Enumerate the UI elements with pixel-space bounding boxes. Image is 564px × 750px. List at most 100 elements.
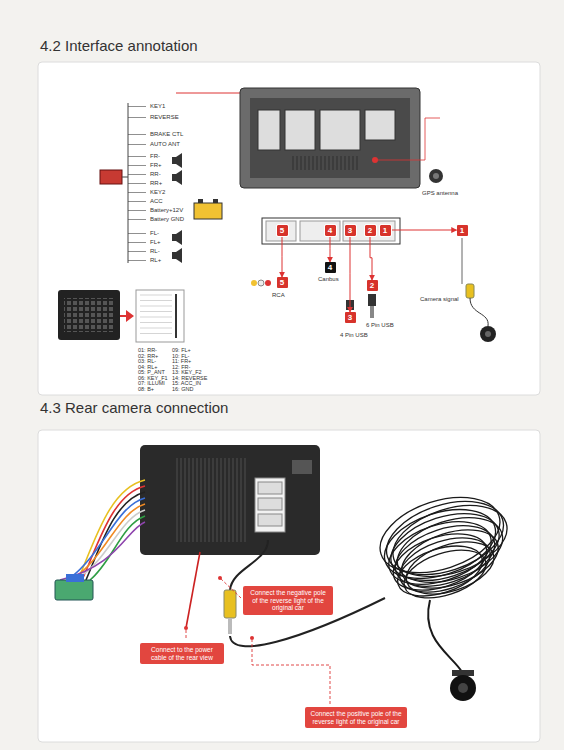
wire-label: BRAKE CTL <box>150 131 183 138</box>
cable-loop <box>388 514 503 597</box>
node-text: 1 <box>380 225 391 236</box>
wire-label: AUTO ANT <box>150 141 180 148</box>
drawing-part <box>265 280 271 286</box>
drawing-part <box>258 280 264 286</box>
wire <box>128 242 146 243</box>
iso-plug <box>55 574 93 600</box>
wire <box>128 183 146 184</box>
wire <box>128 134 146 135</box>
drawing-part <box>258 110 280 150</box>
drawing-part <box>194 203 222 219</box>
drawing-part <box>172 157 176 164</box>
panel <box>38 430 540 742</box>
drawing-part <box>128 103 129 263</box>
callout-number: 2 <box>367 280 378 291</box>
pin-row <box>140 306 172 307</box>
harness-wires <box>60 480 200 628</box>
drawing-part <box>224 590 236 618</box>
drawing-part <box>176 248 182 263</box>
wire <box>128 192 146 193</box>
connector-arrow <box>282 236 283 278</box>
drawing-part <box>78 510 145 578</box>
camera-signal-cable <box>462 238 496 342</box>
drawing-part <box>100 170 122 184</box>
pin-entry: 09: FL+ <box>172 347 191 353</box>
pin-entry: 16: GND <box>172 386 193 392</box>
callout-number: 4 <box>325 262 336 273</box>
iso-connector <box>58 290 184 342</box>
camera-cable-coil <box>371 484 516 608</box>
drawing-part <box>458 683 468 693</box>
drawing-part <box>485 331 491 337</box>
drawing-part <box>450 675 476 701</box>
pin-entry: 13: KEY_F2 <box>172 369 202 375</box>
drawing-part <box>172 234 176 241</box>
drawing-part <box>240 88 420 188</box>
section-heading: 4.2 Interface annotation <box>40 38 198 55</box>
node-text: Connect the positive pole of the reverse… <box>309 710 403 725</box>
wire <box>128 251 146 252</box>
wire-label: Battery+12V <box>150 207 183 214</box>
drawing-part <box>175 458 247 542</box>
pin-entry: 02: RR+ <box>138 353 158 359</box>
wire-label: RL- <box>150 248 160 255</box>
wire-label: ACC <box>150 198 163 205</box>
callout-number: 1 <box>457 225 468 236</box>
wire <box>128 233 146 234</box>
pin-entry: 08: B+ <box>138 386 154 392</box>
connector-arrow <box>370 236 372 281</box>
pin-row <box>140 300 172 301</box>
drawing-part <box>255 478 285 532</box>
panel <box>38 62 540 395</box>
wire <box>128 201 146 202</box>
drawing-part <box>292 460 312 474</box>
callout-number: 5 <box>277 225 288 236</box>
wire <box>128 219 146 220</box>
wire-label: RR+ <box>150 180 162 187</box>
node-text: 1 <box>457 225 468 236</box>
node-text: 2 <box>365 225 376 236</box>
rca-plugs <box>251 280 271 286</box>
head-unit-photo <box>140 445 320 555</box>
leader-lines <box>186 578 330 704</box>
drawing-part <box>218 576 222 580</box>
pin-entry: 05: P_ANT <box>138 369 165 375</box>
drawing-part <box>74 504 145 578</box>
wire-label: KEY2 <box>150 189 165 196</box>
drawing-part <box>343 221 395 241</box>
pin-row <box>140 322 172 323</box>
drawing-part <box>462 238 463 284</box>
drawing-part <box>290 156 360 170</box>
cable-loop <box>394 519 505 599</box>
rca-cable <box>224 540 385 646</box>
wire <box>128 165 146 166</box>
drawing-part <box>285 110 315 150</box>
pin-entry: 11: FR+ <box>172 358 191 364</box>
callout-number: 1 <box>380 225 391 236</box>
cable-loop <box>391 536 488 605</box>
drawing-part <box>428 600 462 672</box>
cable-loop <box>398 541 492 607</box>
wire-label: RR- <box>150 171 161 178</box>
pin-entry: 06: KEY_F1 <box>138 375 168 381</box>
wire <box>128 174 146 175</box>
wire-harness <box>100 93 240 263</box>
callout-number: 3 <box>345 312 356 323</box>
drawing-part <box>176 230 182 245</box>
pin-entry: 03: RL- <box>138 358 156 364</box>
port-name: Camera signal <box>420 296 459 303</box>
drawing-part <box>262 218 400 244</box>
node-text: 4 <box>325 262 336 273</box>
drawing-part <box>368 294 376 306</box>
drawing-part <box>176 153 182 168</box>
port-name: GPS antenna <box>422 190 458 197</box>
callout-number: 5 <box>277 277 288 288</box>
drawing-part <box>320 110 360 150</box>
head-unit-rear <box>240 88 440 188</box>
port-name: RCA <box>272 292 285 299</box>
drawing-part <box>172 174 176 181</box>
wire-label: FL- <box>150 230 159 237</box>
drawing-part <box>176 93 240 94</box>
node-text: 3 <box>345 225 356 236</box>
